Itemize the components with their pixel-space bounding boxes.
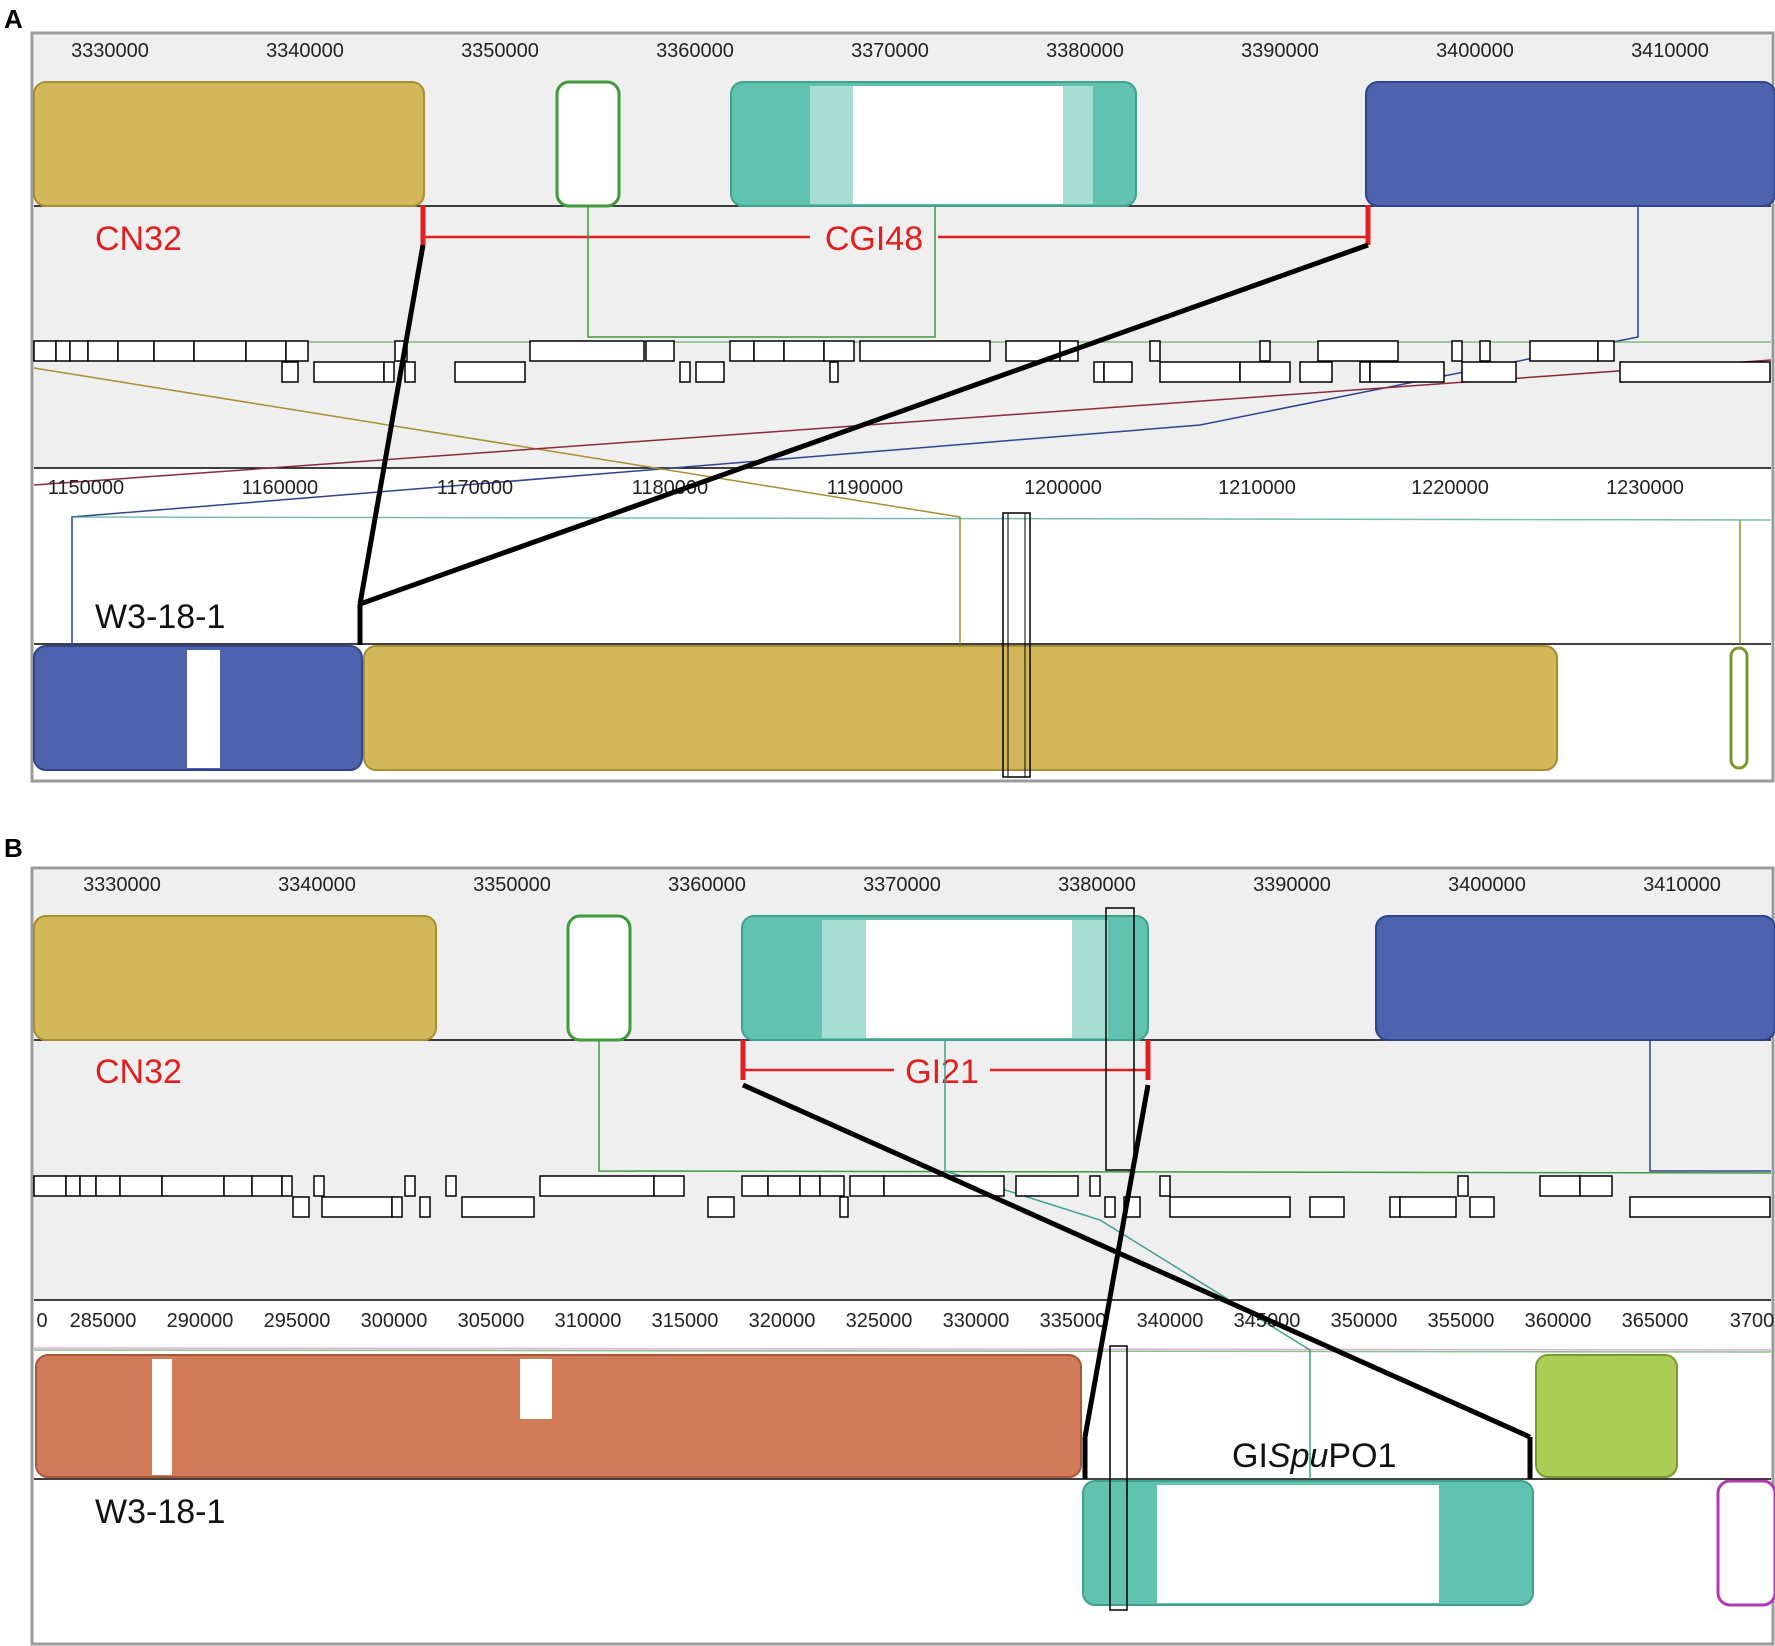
panel-a-bottom-scale: 1150000 1160000 1170000 1180000 1190000 … [48, 477, 1684, 499]
panel-a: A 3330000 3340000 3350000 3360000 337000… [4, 4, 1775, 783]
tick-label: 300000 [361, 1310, 428, 1332]
lcb-block-gold [33, 915, 437, 1041]
tick-label: 3360000 [668, 874, 746, 896]
tick-label: 1190000 [827, 477, 903, 499]
gene-annotations-row-a [33, 340, 1615, 362]
gene-annotations-row-a [33, 1175, 1613, 1197]
panel-b-top-scale: 3330000 3340000 3350000 3360000 3370000 … [83, 874, 1721, 896]
tick-label: 1150000 [48, 477, 124, 499]
tick-label: 3330000 [83, 874, 161, 896]
tick-label: 3340000 [266, 40, 344, 62]
tick-label: 3390000 [1241, 40, 1319, 62]
tick-label: 315000 [652, 1310, 719, 1332]
tick-label: 290000 [167, 1310, 234, 1332]
tick-label: 3700 [1730, 1310, 1775, 1332]
island-label: CGI48 [825, 220, 923, 258]
lcb-block-green [1729, 646, 1749, 770]
lcb-block-green [566, 914, 632, 1042]
island-marker-cgi48: CGI48 [420, 205, 1371, 258]
top-genome-name: CN32 [95, 1053, 182, 1091]
tick-label: 1210000 [1218, 477, 1296, 499]
tick-label: 0 [36, 1310, 47, 1332]
tick-label: 1170000 [437, 477, 513, 499]
panel-b: B 3330000 3340000 3350000 3360000 337000… [4, 833, 1775, 1646]
tick-label: 1160000 [242, 477, 318, 499]
tick-label: 330000 [943, 1310, 1010, 1332]
island-marker-gi21: GI21 [740, 1040, 1151, 1091]
bottom-genome-name: W3-18-1 [95, 598, 225, 636]
tick-label: 3370000 [863, 874, 941, 896]
tick-label: 1230000 [1606, 477, 1684, 499]
tick-label: 3400000 [1448, 874, 1526, 896]
lcb-block-teal [730, 81, 1137, 207]
tick-label: 1180000 [632, 477, 708, 499]
lcb-block-teal [741, 915, 1149, 1041]
tick-label: 3410000 [1643, 874, 1721, 896]
tick-label: 310000 [555, 1310, 622, 1332]
island-label: GI21 [905, 1053, 979, 1091]
tick-label: 3330000 [71, 40, 149, 62]
tick-label: 1220000 [1411, 477, 1489, 499]
lcb-block-lime [1535, 1354, 1678, 1478]
lcb-block-gold [363, 645, 1558, 771]
lcb-block-blue [1375, 915, 1775, 1041]
tick-label: 3350000 [461, 40, 539, 62]
gene-annotations-row-b [292, 1196, 1771, 1218]
tick-label: 3360000 [656, 40, 734, 62]
tick-label: 285000 [70, 1310, 137, 1332]
bottom-genome-name: W3-18-1 [95, 1493, 225, 1531]
panel-a-top-scale: 3330000 3340000 3350000 3360000 3370000 … [71, 40, 1709, 62]
tick-label: 325000 [846, 1310, 913, 1332]
lcb-block-gold [33, 81, 425, 207]
tick-label: 3390000 [1253, 874, 1331, 896]
tick-label: 3410000 [1631, 40, 1709, 62]
tick-label: 3400000 [1436, 40, 1514, 62]
panel-b-bottom-scale: 0 285000 290000 295000 300000 305000 310… [36, 1310, 1774, 1332]
lcb-block-blue [1365, 81, 1775, 207]
tick-label: 3350000 [473, 874, 551, 896]
island-boundary-lines [741, 1082, 1533, 1479]
lcb-block-salmon [35, 1354, 1082, 1478]
tick-label: 305000 [458, 1310, 525, 1332]
highlight-box [1109, 1345, 1128, 1611]
lcb-block-magenta [1716, 1479, 1775, 1607]
tick-label: 295000 [264, 1310, 331, 1332]
tick-label: 355000 [1428, 1310, 1495, 1332]
tick-label: 340000 [1137, 1310, 1204, 1332]
tick-label: 365000 [1622, 1310, 1689, 1332]
tick-label: 3380000 [1058, 874, 1136, 896]
tick-label: 320000 [749, 1310, 816, 1332]
top-genome-name: CN32 [95, 220, 182, 258]
lcb-block-blue [33, 645, 363, 771]
tick-label: 3340000 [278, 874, 356, 896]
tick-label: 3380000 [1046, 40, 1124, 62]
highlight-box-inner [1007, 512, 1026, 778]
island-boundary-lines [357, 242, 1369, 645]
tick-label: 350000 [1331, 1310, 1398, 1332]
panel-a-label: A [4, 4, 23, 34]
highlight-box [1105, 907, 1135, 1171]
tick-label: 360000 [1525, 1310, 1592, 1332]
lcb-block-green [555, 80, 621, 208]
tick-label: 1200000 [1024, 477, 1102, 499]
island-label-gispupo1: GISpuPO1 [1232, 1437, 1396, 1475]
gene-annotations-row-b [281, 361, 1771, 383]
lcb-block-teal [1082, 1480, 1534, 1606]
tick-label: 3370000 [851, 40, 929, 62]
panel-b-label: B [4, 833, 23, 863]
tick-label: 335000 [1040, 1310, 1107, 1332]
